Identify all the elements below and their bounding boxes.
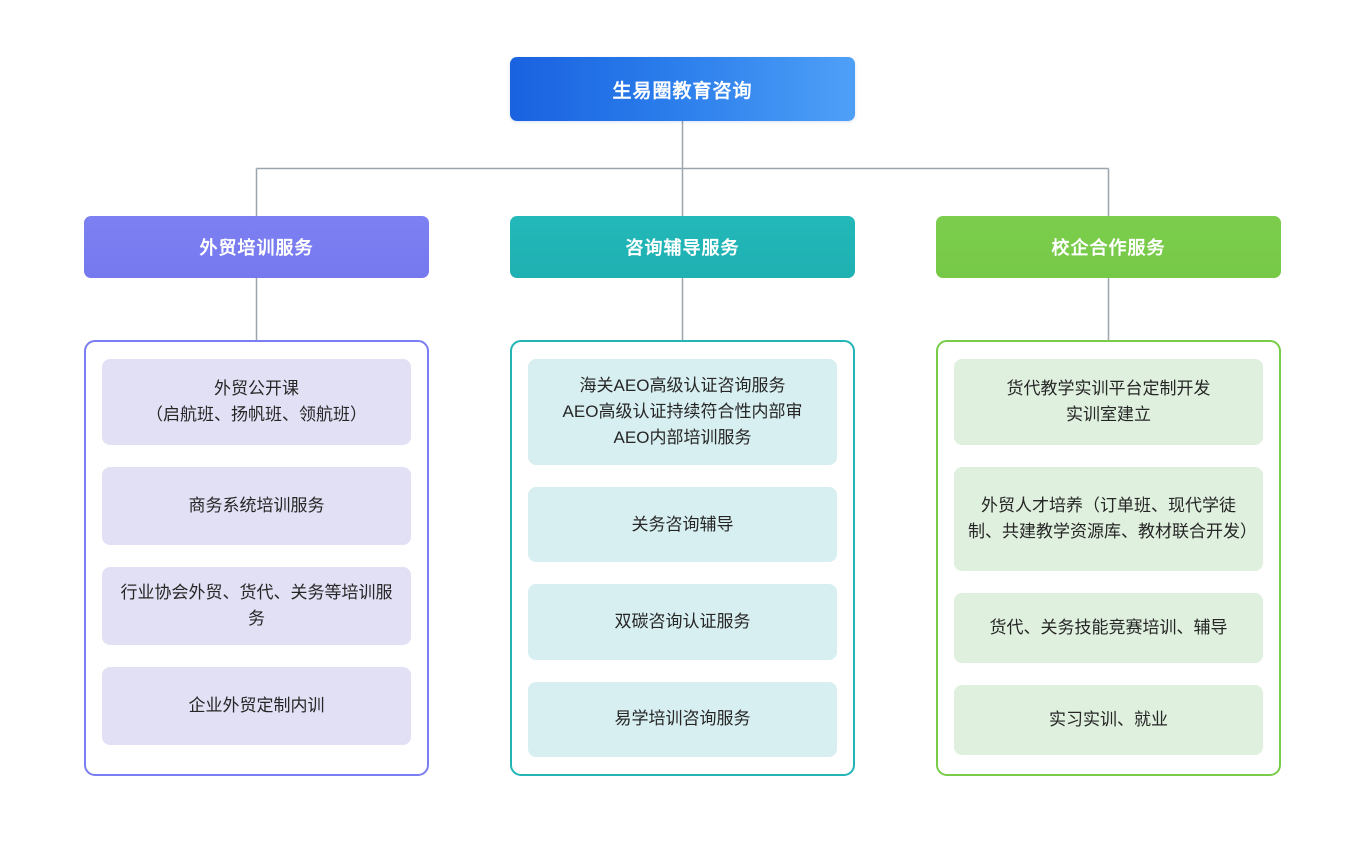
service-card[interactable]: 行业协会外贸、货代、关务等培训服务	[102, 567, 411, 645]
branch-column-school-enterprise-cooperation: 校企合作服务 货代教学实训平台定制开发 实训室建立 外贸人才培养（订单班、现代学…	[936, 216, 1281, 776]
service-card[interactable]: 外贸人才培养（订单班、现代学徒制、共建教学资源库、教材联合开发）	[954, 467, 1263, 571]
branch-panel-foreign-trade-training: 外贸公开课 （启航班、扬帆班、领航班） 商务系统培训服务 行业协会外贸、货代、关…	[84, 340, 429, 776]
root-node[interactable]: 生易圈教育咨询	[510, 57, 855, 121]
service-card[interactable]: 外贸公开课 （启航班、扬帆班、领航班）	[102, 359, 411, 445]
service-card[interactable]: 商务系统培训服务	[102, 467, 411, 545]
service-card[interactable]: 易学培训咨询服务	[528, 681, 837, 758]
service-card[interactable]: 海关AEO高级认证咨询服务 AEO高级认证持续符合性内部审 AEO内部培训服务	[528, 359, 837, 466]
branch-column-consulting-tutoring: 咨询辅导服务 海关AEO高级认证咨询服务 AEO高级认证持续符合性内部审 AEO…	[510, 216, 855, 776]
service-card[interactable]: 货代教学实训平台定制开发 实训室建立	[954, 359, 1263, 445]
service-card[interactable]: 双碳咨询认证服务	[528, 584, 837, 660]
branch-header-consulting-tutoring[interactable]: 咨询辅导服务	[510, 216, 855, 278]
branch-column-foreign-trade-training: 外贸培训服务 外贸公开课 （启航班、扬帆班、领航班） 商务系统培训服务 行业协会…	[84, 216, 429, 776]
branch-header-label: 校企合作服务	[1051, 238, 1166, 258]
branch-header-school-enterprise-cooperation[interactable]: 校企合作服务	[936, 216, 1281, 278]
service-card[interactable]: 实习实训、就业	[954, 685, 1263, 755]
branch-panel-consulting-tutoring: 海关AEO高级认证咨询服务 AEO高级认证持续符合性内部审 AEO内部培训服务 …	[510, 340, 855, 776]
branch-header-label: 外贸培训服务	[199, 238, 314, 258]
service-card[interactable]: 货代、关务技能竞赛培训、辅导	[954, 593, 1263, 663]
branch-header-label: 咨询辅导服务	[625, 238, 740, 258]
branch-panel-school-enterprise-cooperation: 货代教学实训平台定制开发 实训室建立 外贸人才培养（订单班、现代学徒制、共建教学…	[936, 340, 1281, 776]
branch-header-foreign-trade-training[interactable]: 外贸培训服务	[84, 216, 429, 278]
service-card[interactable]: 企业外贸定制内训	[102, 667, 411, 745]
service-card[interactable]: 关务咨询辅导	[528, 487, 837, 563]
root-node-label: 生易圈教育咨询	[612, 80, 753, 102]
